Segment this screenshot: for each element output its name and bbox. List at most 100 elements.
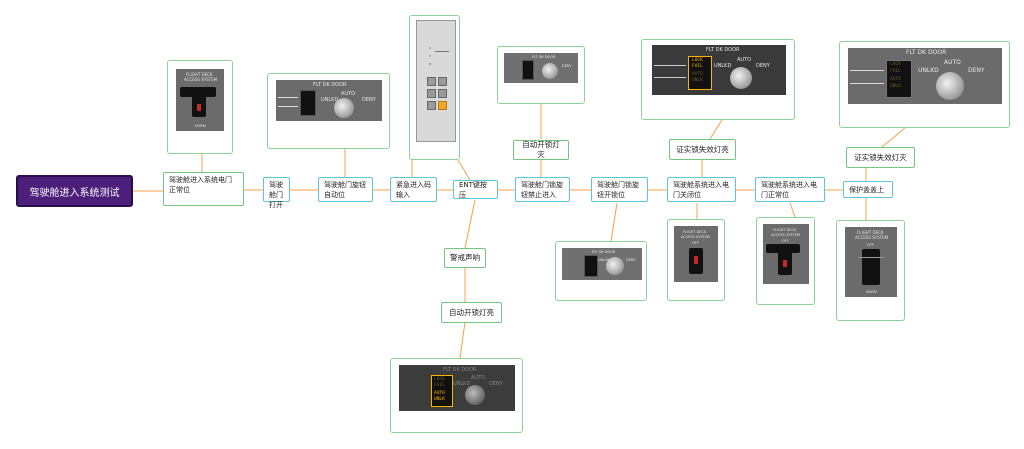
key-5 xyxy=(427,101,436,110)
door-knob-icon xyxy=(542,63,558,79)
step-node-s7[interactable]: 驾驶舱门锁旋钮开锁位 xyxy=(591,177,648,202)
switch-guard-closed xyxy=(862,249,880,285)
unlkd-label: UNLKD xyxy=(598,258,611,262)
deny-label: DENY xyxy=(562,64,572,68)
annunciator-icon xyxy=(522,60,534,80)
step-node-s6[interactable]: 驾驶舱门锁旋钮禁止进入 xyxy=(515,177,570,202)
step-node-s8[interactable]: 驾驶舱系统进入电门关闭位 xyxy=(667,177,736,202)
lock-light: LOCK xyxy=(434,377,445,382)
door-knob-icon xyxy=(334,98,354,118)
result-node-r1[interactable]: 自动开锁灯灭 xyxy=(513,140,569,160)
step-node-s5[interactable]: ENT键按压 xyxy=(453,180,498,199)
switch-guard xyxy=(180,87,216,97)
result-node-r2[interactable]: 证实锁失效灯亮 xyxy=(669,139,736,160)
image-door-panel-lock-fail: FLT DK DOOR LOCK FAIL AUTO UNLK AUTO UNL… xyxy=(641,39,795,120)
image-access-switch-normal: FLIGHT DECK ACCESS SYSTEM NORM xyxy=(167,60,233,154)
auto-label: AUTO xyxy=(341,91,356,97)
step-label: 驾驶舱系统进入电门正常位 xyxy=(761,181,817,199)
access-title-2: ACCESS SYSTEM xyxy=(184,77,218,82)
step-label: 驾驶舱门旋钮自动位 xyxy=(324,181,366,199)
access-title-1: FLIGHT DECK xyxy=(683,230,707,234)
door-panel: FLT DK DOOR LOCK FAIL AUTO UNLK AUTO UNL… xyxy=(652,45,786,95)
step-node-s3[interactable]: 驾驶舱门旋钮自动位 xyxy=(318,177,373,202)
unlkd-label: UNLKD xyxy=(714,63,732,69)
unlkd-label: UNLKD xyxy=(321,97,339,103)
result-label: 自动开锁灯灭 xyxy=(522,140,560,159)
access-title-1: FLIGHT DECK xyxy=(186,72,213,77)
step-label: 驾驶舱进入系统电门正常位 xyxy=(169,176,232,194)
image-door-panel-warning: FLT DK DOOR LOCK FAIL AUTO UNLK AUTO UNL… xyxy=(390,358,523,433)
key-2 xyxy=(438,77,447,86)
fail-light: FAIL xyxy=(692,64,703,69)
off-label: OFF xyxy=(867,243,874,247)
result-node-r5[interactable]: 自动开锁灯亮 xyxy=(441,302,502,323)
off-label: OFF xyxy=(782,239,789,243)
auto-label: AUTO xyxy=(471,375,486,381)
image-door-panel-deny: FLT DK DOOR DENY xyxy=(497,46,585,104)
step-node-s1[interactable]: 驾驶舱进入系统电门正常位 xyxy=(163,172,244,206)
result-label: 证实锁失效灯亮 xyxy=(676,144,729,154)
step-label: 驾驶舱系统进入电门关闭位 xyxy=(673,181,729,199)
step-node-s2[interactable]: 驾驶舱门打开 xyxy=(263,177,290,209)
unlk-light: UNLK xyxy=(434,397,445,402)
unlkd-label: UNLKD xyxy=(918,67,939,74)
access-title-2: ACCESS SYSTEM xyxy=(771,233,800,237)
flt-dk-door-label: FLT DK DOOR xyxy=(532,55,556,59)
deny-label: DENY xyxy=(489,381,503,387)
door-panel: FLT DK DOOR AUTO UNLKD DENY xyxy=(276,80,382,121)
door-panel: FLT DK DOOR LOCK FAIL AUTO UNLK AUTO UNL… xyxy=(848,48,1002,104)
result-label: 自动开锁灯亮 xyxy=(449,307,494,317)
root-node[interactable]: 驾驶舱进入系统测试 xyxy=(16,175,133,207)
access-panel: FLIGHT DECK ACCESS SYSTEM OFF xyxy=(763,224,809,284)
deny-label: DENY xyxy=(626,258,636,262)
access-title-2: ACCESS SYSTEM xyxy=(681,235,710,239)
access-panel: FLIGHT DECK ACCESS SYSTEM OFF NORM xyxy=(845,227,897,297)
annunciator-icon xyxy=(886,60,912,98)
key-1 xyxy=(427,77,436,86)
switch-guard xyxy=(766,244,800,253)
auto-light: AUTO xyxy=(434,391,445,396)
red-switch-icon xyxy=(694,256,698,264)
flt-dk-door-label: FLT DK DOOR xyxy=(443,367,477,373)
annunciator-icon xyxy=(688,56,712,90)
deny-label: DENY xyxy=(968,67,985,74)
flt-dk-door-label: FLT DK DOOR xyxy=(313,82,347,88)
door-panel: FLT DK DOOR DENY xyxy=(504,53,578,83)
red-switch-icon xyxy=(783,260,787,267)
step-label: 驾驶舱门锁旋钮禁止进入 xyxy=(521,181,563,199)
door-knob-icon xyxy=(936,72,964,100)
image-door-panel-unlock: FLT DK DOOR UNLKD DENY xyxy=(555,241,647,301)
access-panel: FLIGHT DECK ACCESS SYSTEM OFF xyxy=(674,226,718,282)
root-label: 驾驶舱进入系统测试 xyxy=(29,187,120,199)
image-door-panel-auto: FLT DK DOOR AUTO UNLKD DENY xyxy=(267,73,390,149)
led-2-icon xyxy=(429,55,431,57)
step-node-s4[interactable]: 紧急进入码输入 xyxy=(390,177,437,202)
auto-light: AUTO xyxy=(692,72,703,77)
result-node-r4[interactable]: 警戒声响 xyxy=(444,248,486,268)
norm-label: NORM xyxy=(866,290,877,294)
lock-light: LOCK xyxy=(890,62,901,67)
key-3 xyxy=(427,89,436,98)
flt-dk-door-label: FLT DK DOOR xyxy=(592,250,616,254)
result-node-r3[interactable]: 证实锁失效灯灭 xyxy=(846,147,915,168)
step-label: ENT键按压 xyxy=(459,180,487,199)
deny-label: DENY xyxy=(362,97,376,103)
red-switch-icon xyxy=(197,104,201,111)
step-node-s10[interactable]: 保护盖盖上 xyxy=(843,181,893,198)
key-4 xyxy=(438,89,447,98)
step-node-s9[interactable]: 驾驶舱系统进入电门正常位 xyxy=(755,177,825,202)
unlk-light: UNLK xyxy=(890,84,901,89)
image-keypad xyxy=(409,15,460,160)
flt-dk-door-label: FLT DK DOOR xyxy=(706,47,740,53)
image-access-switch-normal-2: FLIGHT DECK ACCESS SYSTEM OFF xyxy=(756,217,815,305)
access-title-1: FLIGHT DECK xyxy=(773,228,797,232)
ent-key xyxy=(438,101,447,110)
step-label: 驾驶舱门锁旋钮开锁位 xyxy=(597,181,639,199)
led-3-icon xyxy=(429,63,431,65)
access-panel: FLIGHT DECK ACCESS SYSTEM NORM xyxy=(176,69,224,131)
fail-light: FAIL xyxy=(890,69,901,74)
fail-light: FAIL xyxy=(434,383,445,388)
door-knob-icon xyxy=(465,385,485,405)
door-panel: FLT DK DOOR UNLKD DENY xyxy=(562,248,642,280)
access-title-1: FLIGHT DECK xyxy=(857,230,884,235)
